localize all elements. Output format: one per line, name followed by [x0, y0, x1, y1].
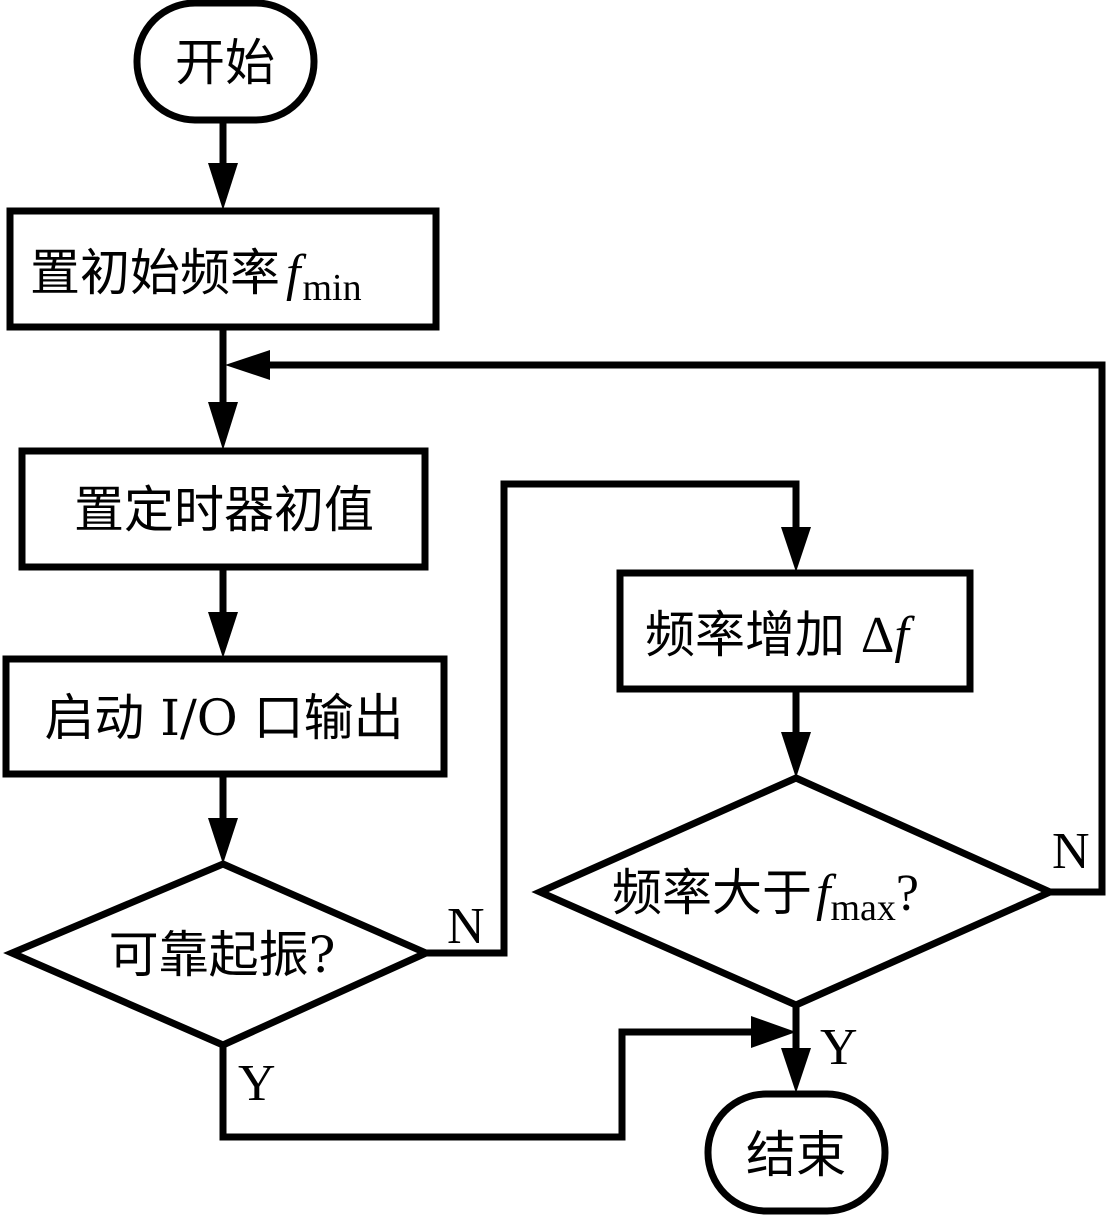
node-label: 频率大于fmax? [612, 864, 919, 929]
node-start-io: 启动 I/O 口输出 [2, 655, 448, 778]
process-box [2, 655, 448, 778]
edge-label-max-yes: Y [820, 1019, 858, 1076]
question-mark: ? [896, 865, 919, 922]
arrowhead-down [781, 527, 811, 572]
edge-label-max-no: N [1052, 823, 1090, 880]
var-subscript: max [830, 887, 895, 929]
arrowhead-left [225, 350, 270, 380]
node-label: 置定时器初值 [74, 481, 374, 539]
arrowhead-down [208, 402, 238, 450]
node-label: 启动 I/O 口输出 [44, 689, 403, 747]
edge-osc-yes [219, 1028, 755, 1141]
edge-max-no-loop [262, 361, 1106, 896]
node-label: 可靠起振? [109, 926, 336, 984]
node-freq-increase: 频率增加 Δf [616, 569, 974, 693]
node-end: 结束 [704, 1090, 889, 1215]
var-subscript: min [302, 267, 361, 309]
edge-osc-no [426, 480, 800, 957]
node-reliable-osc: 可靠起振? [3, 860, 435, 1049]
edge-label-osc-no: N [447, 898, 485, 955]
node-set-timer: 置定时器初值 [18, 447, 429, 571]
arrowhead-down [781, 1048, 811, 1093]
arrowhead-right [751, 1016, 796, 1048]
label-text: 置初始频率 [30, 244, 280, 302]
node-start: 开始 [133, 0, 318, 124]
arrowhead-down [208, 818, 238, 864]
decision-diamond [531, 774, 1059, 1009]
decision-diamond [3, 860, 435, 1049]
node-freq-gt-max: 频率大于fmax? [531, 774, 1059, 1009]
process-box [6, 207, 440, 331]
process-box [616, 569, 974, 693]
node-label: 结束 [746, 1126, 846, 1184]
node-label: 频率增加 Δf [645, 606, 915, 664]
node-label: 开始 [175, 34, 275, 92]
delta-symbol: Δ [861, 607, 894, 664]
process-box [18, 447, 429, 571]
arrowhead-down [208, 612, 238, 658]
arrowhead-down [781, 732, 811, 778]
connectors [208, 120, 1106, 1141]
label-text: 频率增加 [645, 606, 861, 664]
terminal-shape [704, 1090, 889, 1215]
label-text: 频率大于 [612, 864, 812, 922]
edge-label-osc-yes: Y [238, 1055, 276, 1112]
terminal-shape [133, 0, 318, 124]
arrowhead-down [208, 163, 238, 210]
